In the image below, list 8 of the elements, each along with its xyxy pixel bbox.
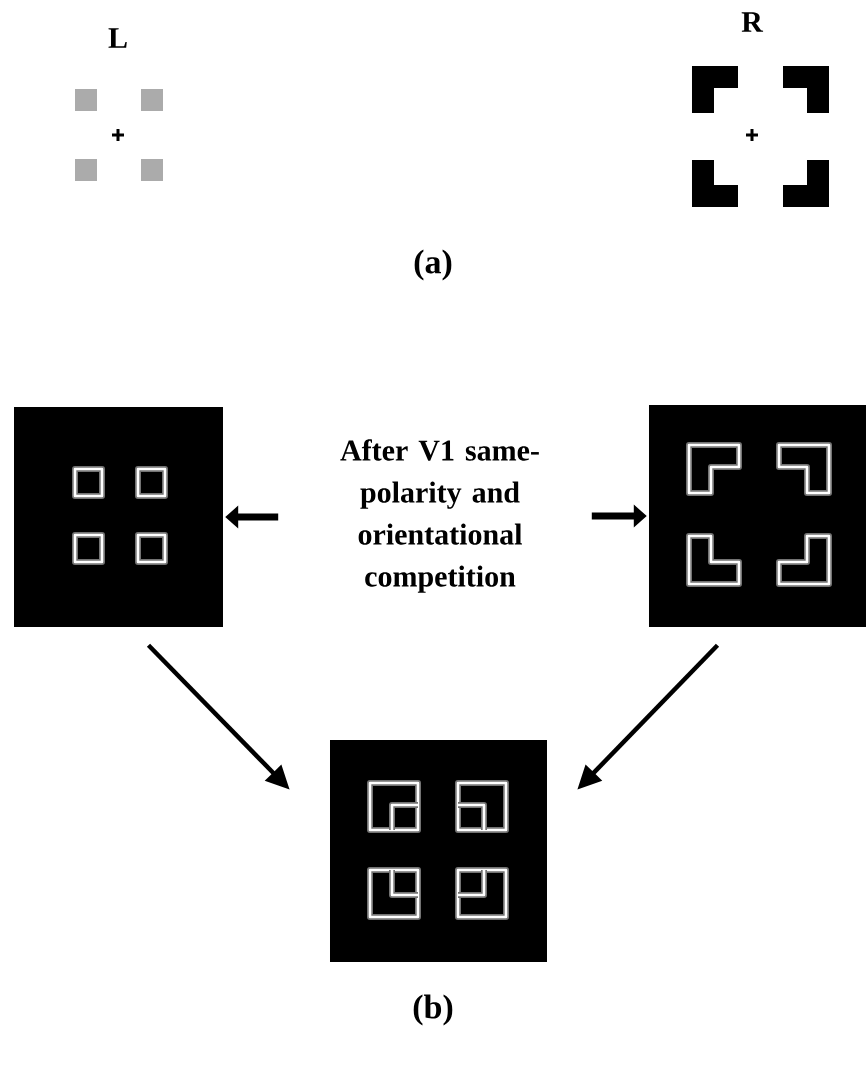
picture [649,405,866,627]
picture [14,407,223,627]
picture [330,740,547,962]
caption-text: After V1 same-polarity and orientational competition [340,439,539,593]
figure-label: (b) [413,994,453,1026]
panel-label: R [741,12,764,32]
figure-label: (a) [414,249,452,281]
panel-label: L [108,28,127,48]
